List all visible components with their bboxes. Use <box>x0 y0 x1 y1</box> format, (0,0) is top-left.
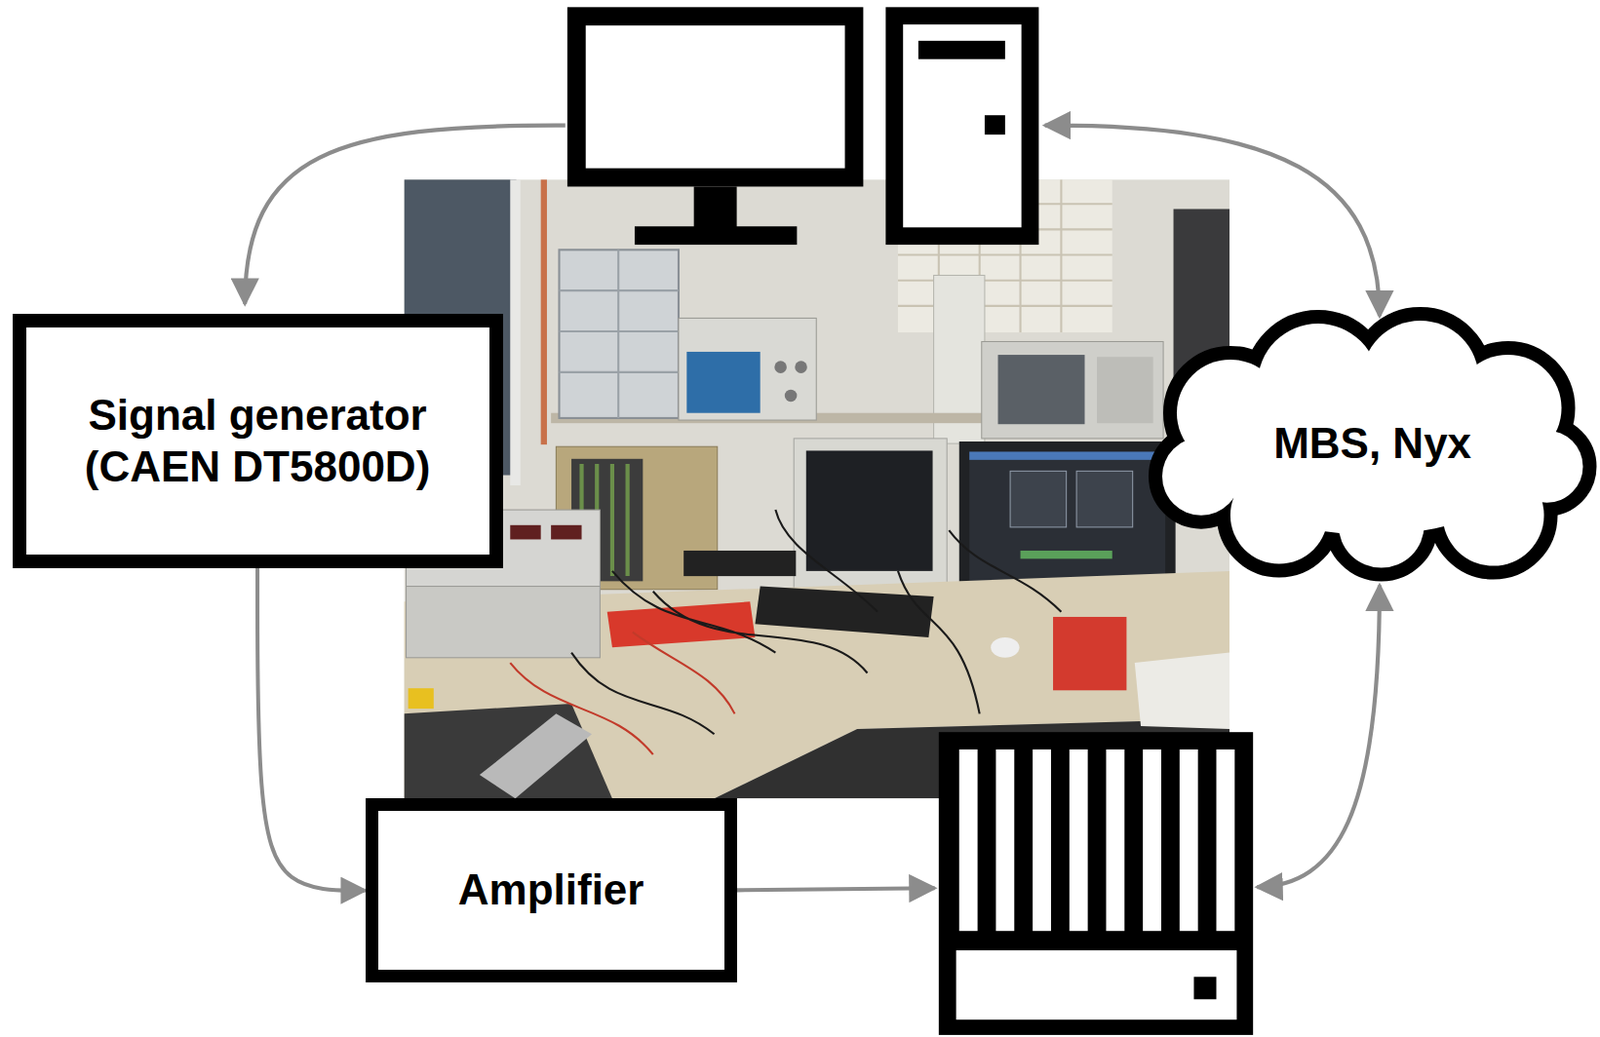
process-box: Signal generator (CAEN DT5800D) <box>12 313 504 569</box>
power-strip <box>607 601 756 648</box>
lab-photo <box>403 179 1230 799</box>
wall <box>403 179 1230 799</box>
digitizer-box <box>1053 617 1127 691</box>
work-mat <box>403 703 612 799</box>
crate-panel <box>956 950 1238 1020</box>
keyboard <box>754 586 934 638</box>
arrow-wire <box>1045 125 1380 317</box>
crate-slot <box>1215 749 1235 932</box>
supply-display <box>550 525 582 541</box>
node-label: Signal generator (CAEN DT5800D) <box>26 390 490 494</box>
cables <box>509 632 735 756</box>
crate-slot <box>1069 749 1089 932</box>
oscilloscope-screen <box>686 351 760 414</box>
cables <box>571 509 1061 735</box>
window-frame <box>509 179 520 486</box>
tool <box>408 688 434 709</box>
crate-slot <box>1032 749 1052 932</box>
arrow-wire <box>244 125 566 305</box>
cloud-part <box>1162 320 1584 569</box>
tower-face <box>902 24 1021 228</box>
rack-shelves <box>559 249 679 419</box>
crate-indicator <box>1193 976 1216 1000</box>
window-bar <box>969 451 1166 460</box>
crate-frame <box>938 732 1253 1036</box>
knob <box>774 360 787 374</box>
node-label: MBS, Nyx <box>1273 418 1472 470</box>
rack-cabinet <box>559 249 679 419</box>
cloud-part <box>1162 320 1584 569</box>
arrow-wire <box>1256 585 1380 889</box>
crate-slot <box>1105 749 1125 932</box>
arrow-wire <box>737 888 936 891</box>
crate-icon <box>938 732 1253 1036</box>
plot <box>1010 470 1067 528</box>
keyboard <box>1134 653 1230 730</box>
supply-display <box>509 525 541 541</box>
oscilloscope <box>981 341 1164 438</box>
monitor-screen <box>585 25 846 168</box>
process-box: Amplifier <box>365 798 738 982</box>
power-supply <box>406 586 601 659</box>
crate-slot <box>959 749 978 932</box>
monitor-neck <box>694 186 738 231</box>
computer-tower-icon <box>885 6 1039 245</box>
keyboard <box>683 550 796 577</box>
mouse <box>990 637 1019 659</box>
oscilloscope <box>678 317 817 421</box>
monitor-frame <box>567 6 864 187</box>
crt-monitor <box>793 438 947 592</box>
crt-screen <box>806 450 934 571</box>
connector-arrow <box>257 568 366 892</box>
crate-slot <box>995 749 1015 932</box>
cloud-body <box>1206 369 1538 536</box>
plot <box>1076 470 1133 528</box>
crate-slot <box>1142 749 1162 932</box>
cloud-body <box>1206 369 1538 536</box>
cloud-node: MBS, Nyx <box>1147 306 1597 583</box>
pipe <box>541 179 547 445</box>
monitor-icon <box>567 6 864 245</box>
module <box>479 713 592 799</box>
button-row <box>1020 550 1113 559</box>
power-button <box>984 115 1006 135</box>
oscilloscope-screen <box>998 354 1086 425</box>
monitor-base <box>634 226 797 245</box>
knob <box>784 390 798 403</box>
node-label: Amplifier <box>458 864 645 917</box>
oscilloscope-panel <box>1096 356 1154 424</box>
tower-frame <box>885 6 1039 245</box>
drive-slot <box>918 40 1006 60</box>
knob <box>794 360 808 374</box>
crate-slot <box>1179 749 1199 932</box>
